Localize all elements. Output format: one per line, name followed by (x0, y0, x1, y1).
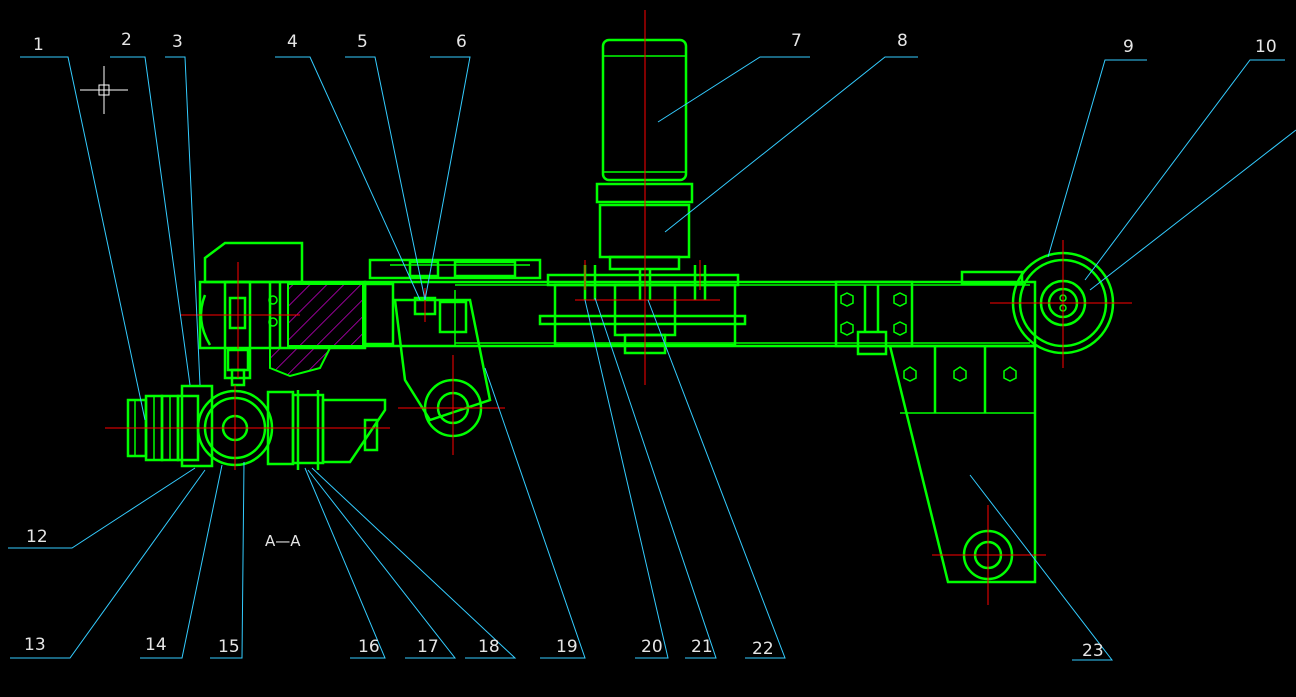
centerlines (424, 10, 720, 385)
part-label-19: 19 (556, 637, 578, 657)
part-label-4: 4 (287, 32, 298, 52)
part-label-12: 12 (26, 527, 48, 547)
roller-assembly (105, 384, 390, 470)
part-label-1: 1 (33, 35, 44, 55)
part-label-17: 17 (417, 637, 439, 657)
part-label-22: 22 (752, 639, 774, 659)
part-label-14: 14 (145, 635, 167, 655)
beam-clamp (834, 280, 914, 356)
part-label-8: 8 (897, 31, 908, 51)
part-label-16: 16 (358, 637, 380, 657)
part-label-23: 23 (1082, 641, 1104, 661)
part-label-10: 10 (1255, 37, 1277, 57)
part-label-18: 18 (478, 637, 500, 657)
part-label-2: 2 (121, 30, 132, 50)
part-label-6: 6 (456, 32, 467, 52)
part-label-15: 15 (218, 637, 240, 657)
support-bracket (888, 344, 1046, 605)
part-label-9: 9 (1123, 37, 1134, 57)
section-label: A—A (265, 532, 301, 550)
part-label-3: 3 (172, 32, 183, 52)
part-label-13: 13 (24, 635, 46, 655)
leader-lines (8, 56, 1296, 661)
hanger-arm (393, 296, 505, 455)
part-label-7: 7 (791, 31, 802, 51)
part-label-5: 5 (357, 32, 368, 52)
part-label-20: 20 (641, 637, 663, 657)
cad-cursor-icon[interactable] (80, 66, 128, 114)
left-head-assembly (180, 241, 395, 387)
part-labels: 1 2 3 4 5 6 7 8 9 10 12 13 14 15 16 17 1… (24, 30, 1277, 661)
end-pulley (960, 240, 1132, 368)
part-label-21: 21 (691, 637, 713, 657)
